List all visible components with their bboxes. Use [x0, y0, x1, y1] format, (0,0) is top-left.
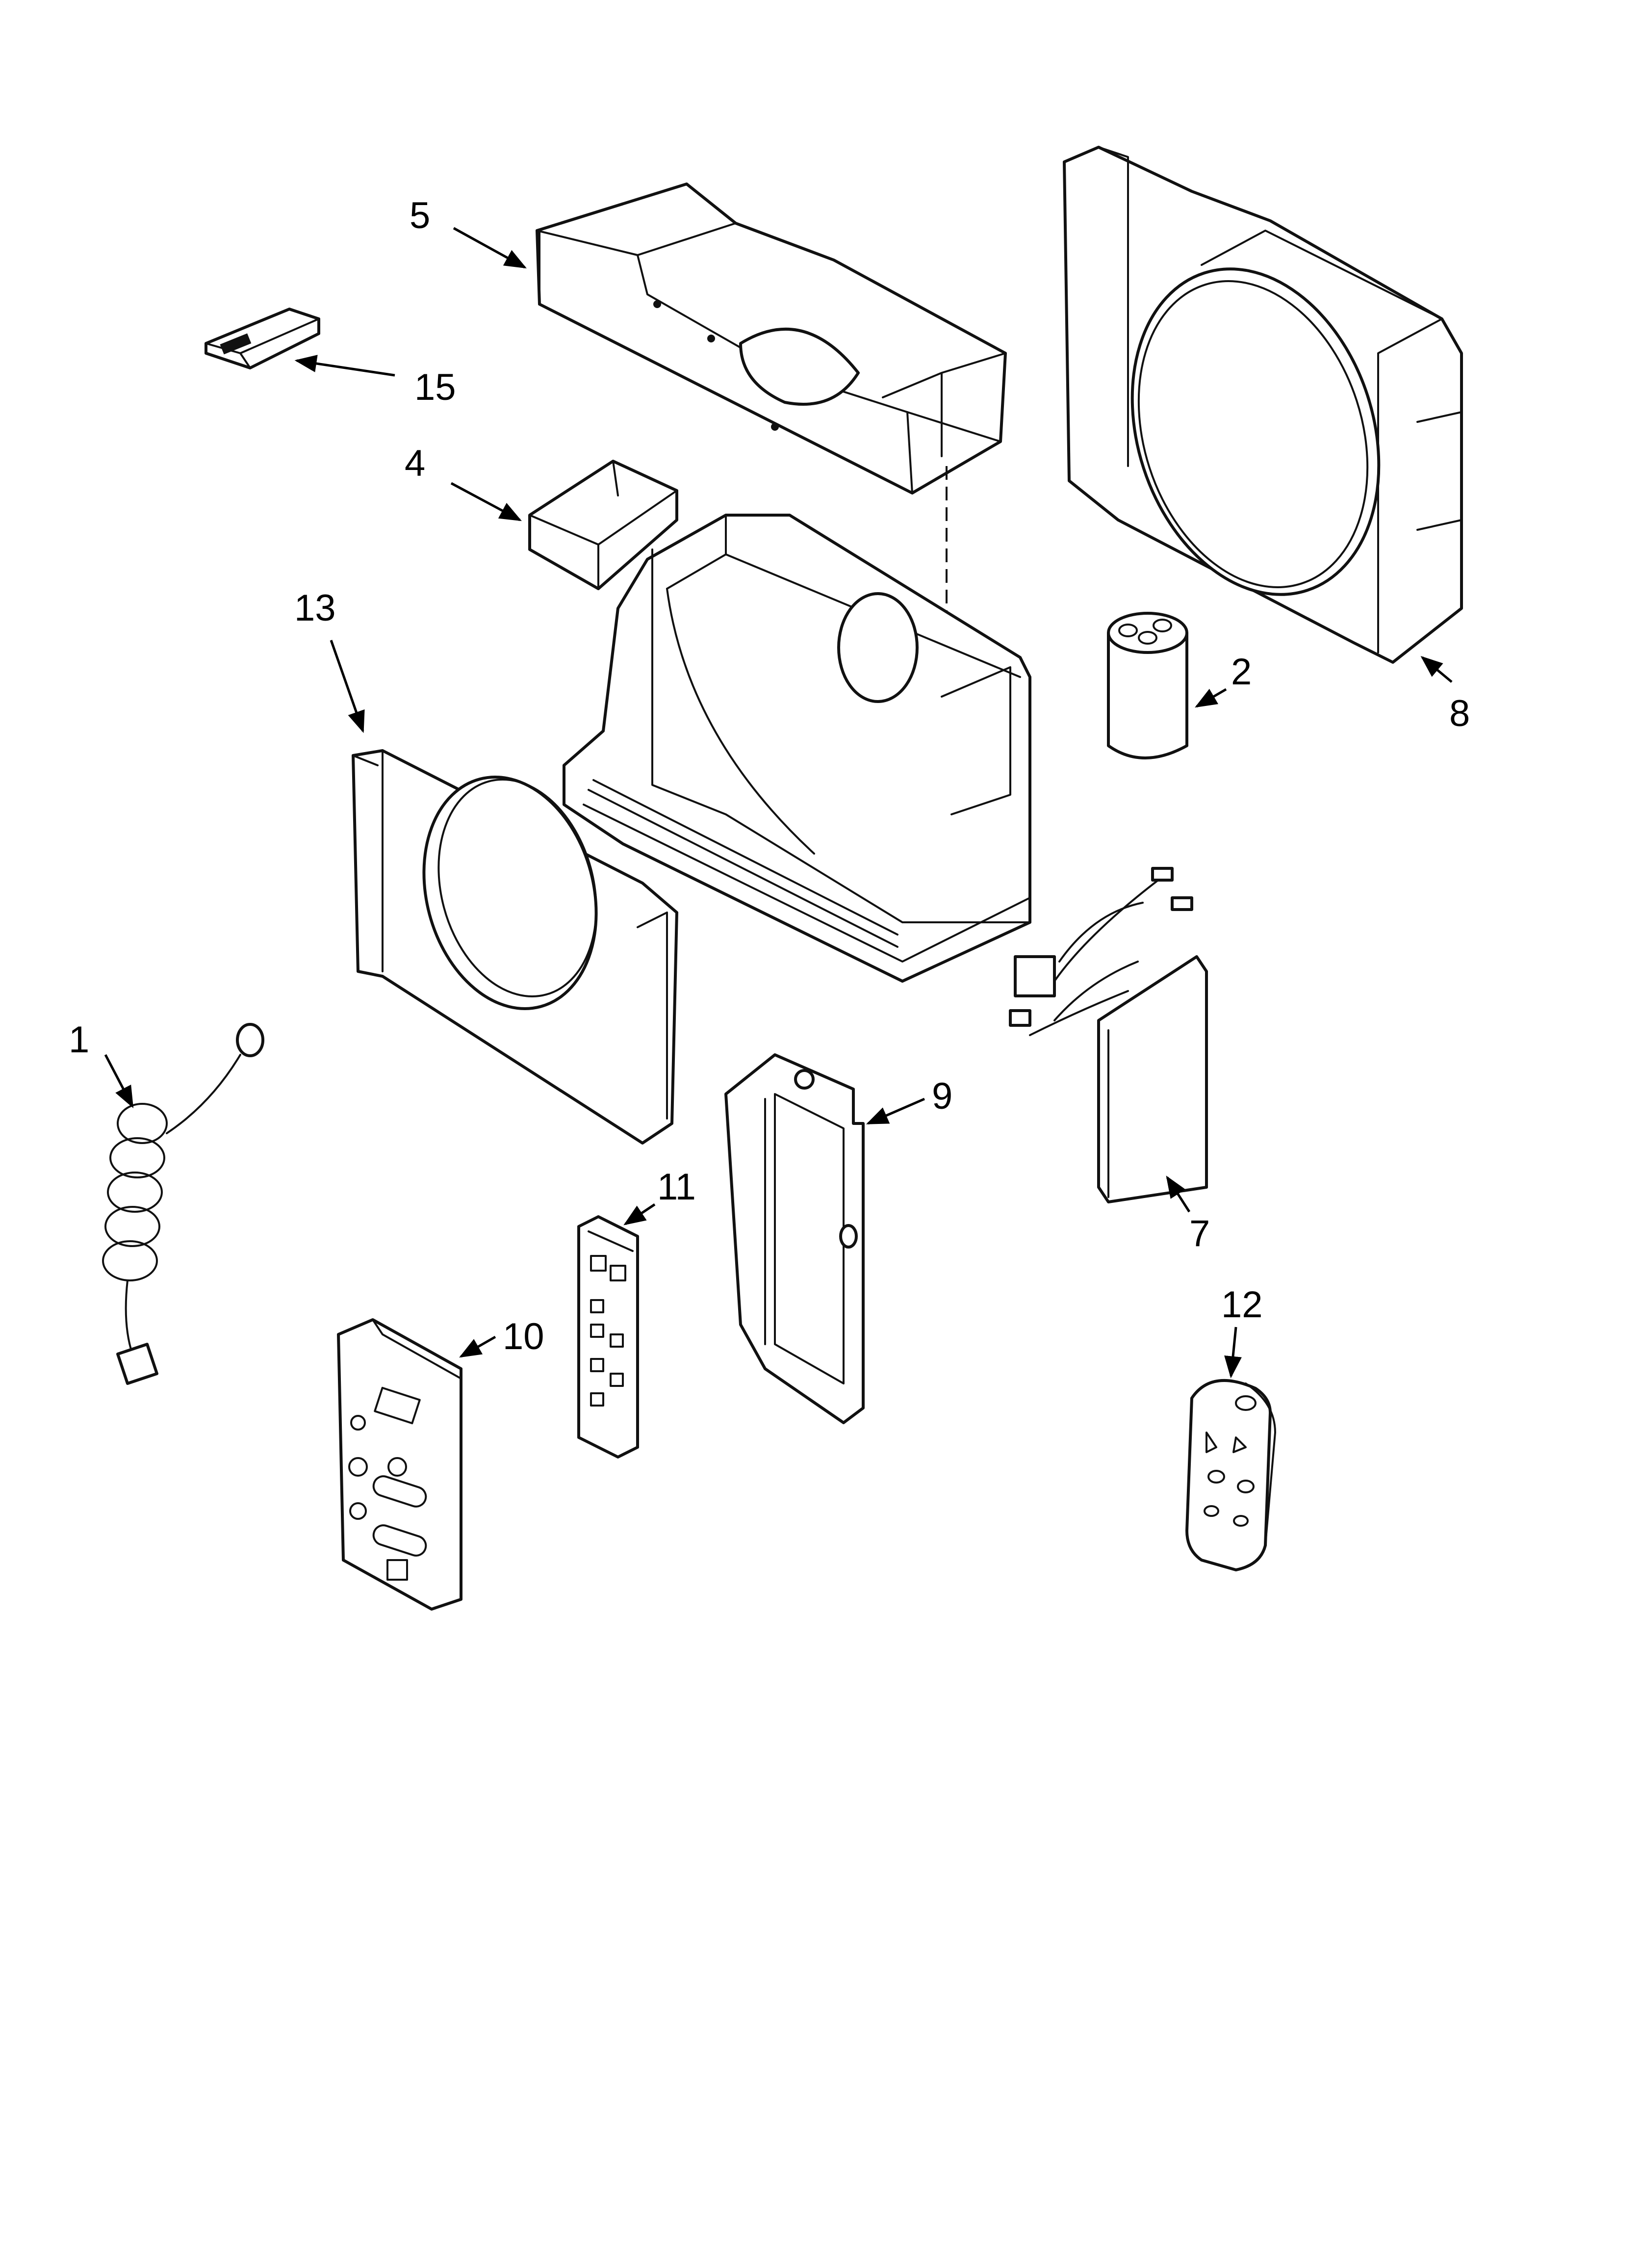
leader-10 — [459, 1335, 496, 1358]
callout-2: 2 — [1231, 651, 1252, 693]
callout-11: 11 — [657, 1166, 696, 1208]
part-15-switch-block — [205, 308, 320, 369]
leader-15 — [294, 355, 395, 377]
part-2-capacitor — [1107, 612, 1188, 759]
part-11-circuit-board — [577, 1215, 639, 1459]
part-13-orifice-panel — [352, 749, 678, 1145]
callout-9: 9 — [932, 1075, 952, 1117]
callout-12: 12 — [1221, 1284, 1263, 1326]
leader-lines — [104, 227, 1453, 1379]
callout-1: 1 — [69, 1019, 89, 1061]
leader-4 — [450, 482, 522, 521]
leader-8 — [1420, 656, 1453, 683]
callout-13: 13 — [294, 587, 336, 629]
leader-12 — [1224, 1327, 1242, 1379]
callout-15: 15 — [414, 366, 456, 408]
part-12-remote — [1185, 1379, 1276, 1571]
part-5-top-tray — [536, 182, 1007, 495]
leader-7 — [1166, 1175, 1191, 1213]
part-7-control-housing — [1009, 867, 1208, 1203]
leader-13 — [330, 640, 365, 733]
callout-8: 8 — [1449, 693, 1470, 734]
part-1-power-cord — [102, 1023, 264, 1385]
base-housing — [563, 514, 1031, 983]
callout-5: 5 — [410, 195, 430, 236]
part-4-small-box — [528, 460, 678, 590]
callout-4: 4 — [405, 443, 425, 484]
part-10-control-panel — [337, 1318, 462, 1611]
leader-1 — [104, 1054, 134, 1108]
leader-2 — [1195, 688, 1227, 708]
leader-11 — [623, 1203, 656, 1225]
part-9-bracket — [724, 1053, 865, 1424]
callout-labels: 5 15 4 13 2 8 1 9 7 11 10 12 — [69, 195, 1470, 1357]
leader-9 — [866, 1097, 925, 1125]
callout-7: 7 — [1189, 1213, 1210, 1254]
part-8-fan-shroud — [1063, 146, 1463, 664]
callout-10: 10 — [503, 1316, 544, 1357]
leader-5 — [453, 227, 527, 269]
connector-plug — [1014, 955, 1056, 997]
